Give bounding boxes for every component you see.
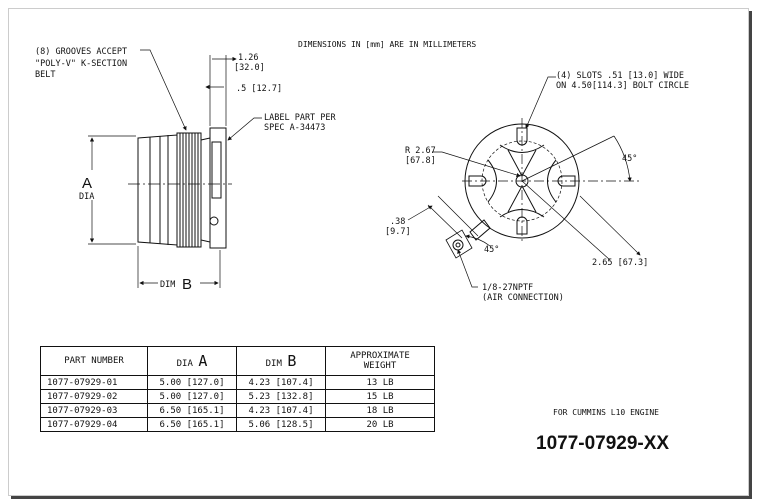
radius-note-1: R 2.67 — [405, 146, 436, 156]
dim-0-5: .5 [12.7] — [236, 84, 282, 94]
slots-note-1: (4) SLOTS .51 [13.0] WIDE — [556, 71, 684, 81]
dim-32-0: [32.0] — [234, 63, 265, 73]
dim-265: 2.65 [67.3] — [592, 258, 648, 268]
table-row: 1077-07929-03 6.50 [165.1] 4.23 [107.4] … — [40, 403, 435, 418]
side-view — [88, 49, 262, 288]
slot-bottom — [516, 216, 528, 235]
cell-part: 1077-07929-01 — [40, 375, 148, 390]
hub-flange — [209, 127, 227, 249]
bolt-slots — [468, 127, 576, 235]
dim-b-word: DIM — [160, 280, 175, 290]
table-row: 1077-07929-02 5.00 [127.0] 5.23 [132.8] … — [40, 389, 435, 404]
cell-dim: 5.23 [132.8] — [236, 389, 326, 404]
cell-dim: 4.23 [107.4] — [236, 375, 326, 390]
slot-top — [516, 127, 528, 146]
angle-top: 45° — [622, 154, 637, 164]
grooves-note-3: BELT — [35, 70, 55, 80]
cell-part: 1077-07929-02 — [40, 389, 148, 404]
engine-note: FOR CUMMINS L10 ENGINE — [553, 408, 659, 417]
dim-1-26: 1.26 — [238, 53, 258, 63]
pulley-body — [137, 134, 178, 246]
slot-right — [557, 175, 576, 187]
dia-a-word: DIA — [79, 192, 94, 202]
cell-part: 1077-07929-04 — [40, 417, 148, 432]
air-port-side — [209, 216, 219, 226]
part-family-title: 1077-07929-XX — [536, 433, 669, 454]
cell-dia: 6.50 [165.1] — [147, 417, 237, 432]
label-note-1: LABEL PART PER — [264, 113, 337, 123]
front-view — [407, 76, 641, 288]
grooves-note-2: "POLY-V" K-SECTION — [35, 59, 127, 69]
header-part-number: PART NUMBER — [40, 346, 148, 376]
cell-dia: 6.50 [165.1] — [147, 403, 237, 418]
cell-weight: 13 LB — [325, 375, 435, 390]
label-area — [211, 141, 222, 199]
radius-note-2: [67.8] — [405, 156, 436, 166]
cell-dia: 5.00 [127.0] — [147, 389, 237, 404]
header-dia-a: DIA A — [147, 346, 237, 376]
dim-b-letter: B — [182, 276, 192, 293]
table-row: 1077-07929-04 6.50 [165.1] 5.06 [128.5] … — [40, 417, 435, 432]
label-note-2: SPEC A-34473 — [264, 123, 325, 133]
dia-a-letter: A — [82, 175, 92, 192]
table-row: 1077-07929-01 5.00 [127.0] 4.23 [107.4] … — [40, 375, 435, 390]
grooves-note-1: (8) GROOVES ACCEPT — [35, 47, 127, 57]
cell-weight: 15 LB — [325, 389, 435, 404]
cell-dim: 4.23 [107.4] — [236, 403, 326, 418]
dimensions-note: DIMENSIONS IN [mm] ARE IN MILLIMETERS — [298, 40, 476, 49]
cell-dim: 5.06 [128.5] — [236, 417, 326, 432]
nptf-note-1: 1/8-27NPTF — [482, 283, 533, 293]
cell-weight: 20 LB — [325, 417, 435, 432]
cell-part: 1077-07929-03 — [40, 403, 148, 418]
header-dim-b: DIM B — [236, 346, 326, 376]
cell-dia: 5.00 [127.0] — [147, 375, 237, 390]
dim-038-1: .38 — [390, 217, 405, 227]
angle-bottom: 45° — [484, 245, 499, 255]
dim-038-2: [9.7] — [385, 227, 411, 237]
slot-left — [468, 175, 487, 187]
nptf-note-2: (AIR CONNECTION) — [482, 293, 564, 303]
slots-note-2: ON 4.50[114.3] BOLT CIRCLE — [556, 81, 689, 91]
cell-weight: 18 LB — [325, 403, 435, 418]
